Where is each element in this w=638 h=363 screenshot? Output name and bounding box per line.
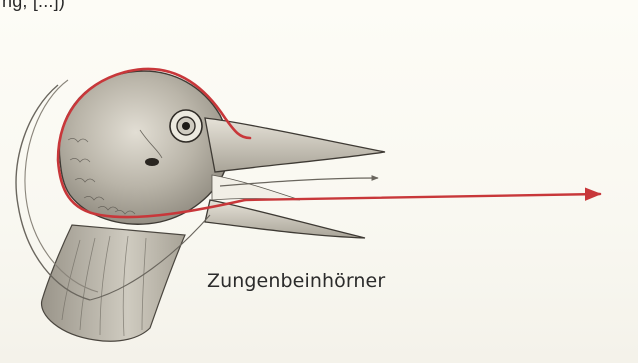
mouth-gap	[212, 175, 300, 200]
label-zungenbeinhoerner: Zungenbeinhörner	[207, 270, 385, 292]
tongue-red-arrow	[245, 194, 600, 200]
neck	[42, 225, 185, 341]
eye-icon	[170, 110, 202, 142]
lower-beak	[205, 200, 365, 238]
nostril	[145, 158, 159, 166]
